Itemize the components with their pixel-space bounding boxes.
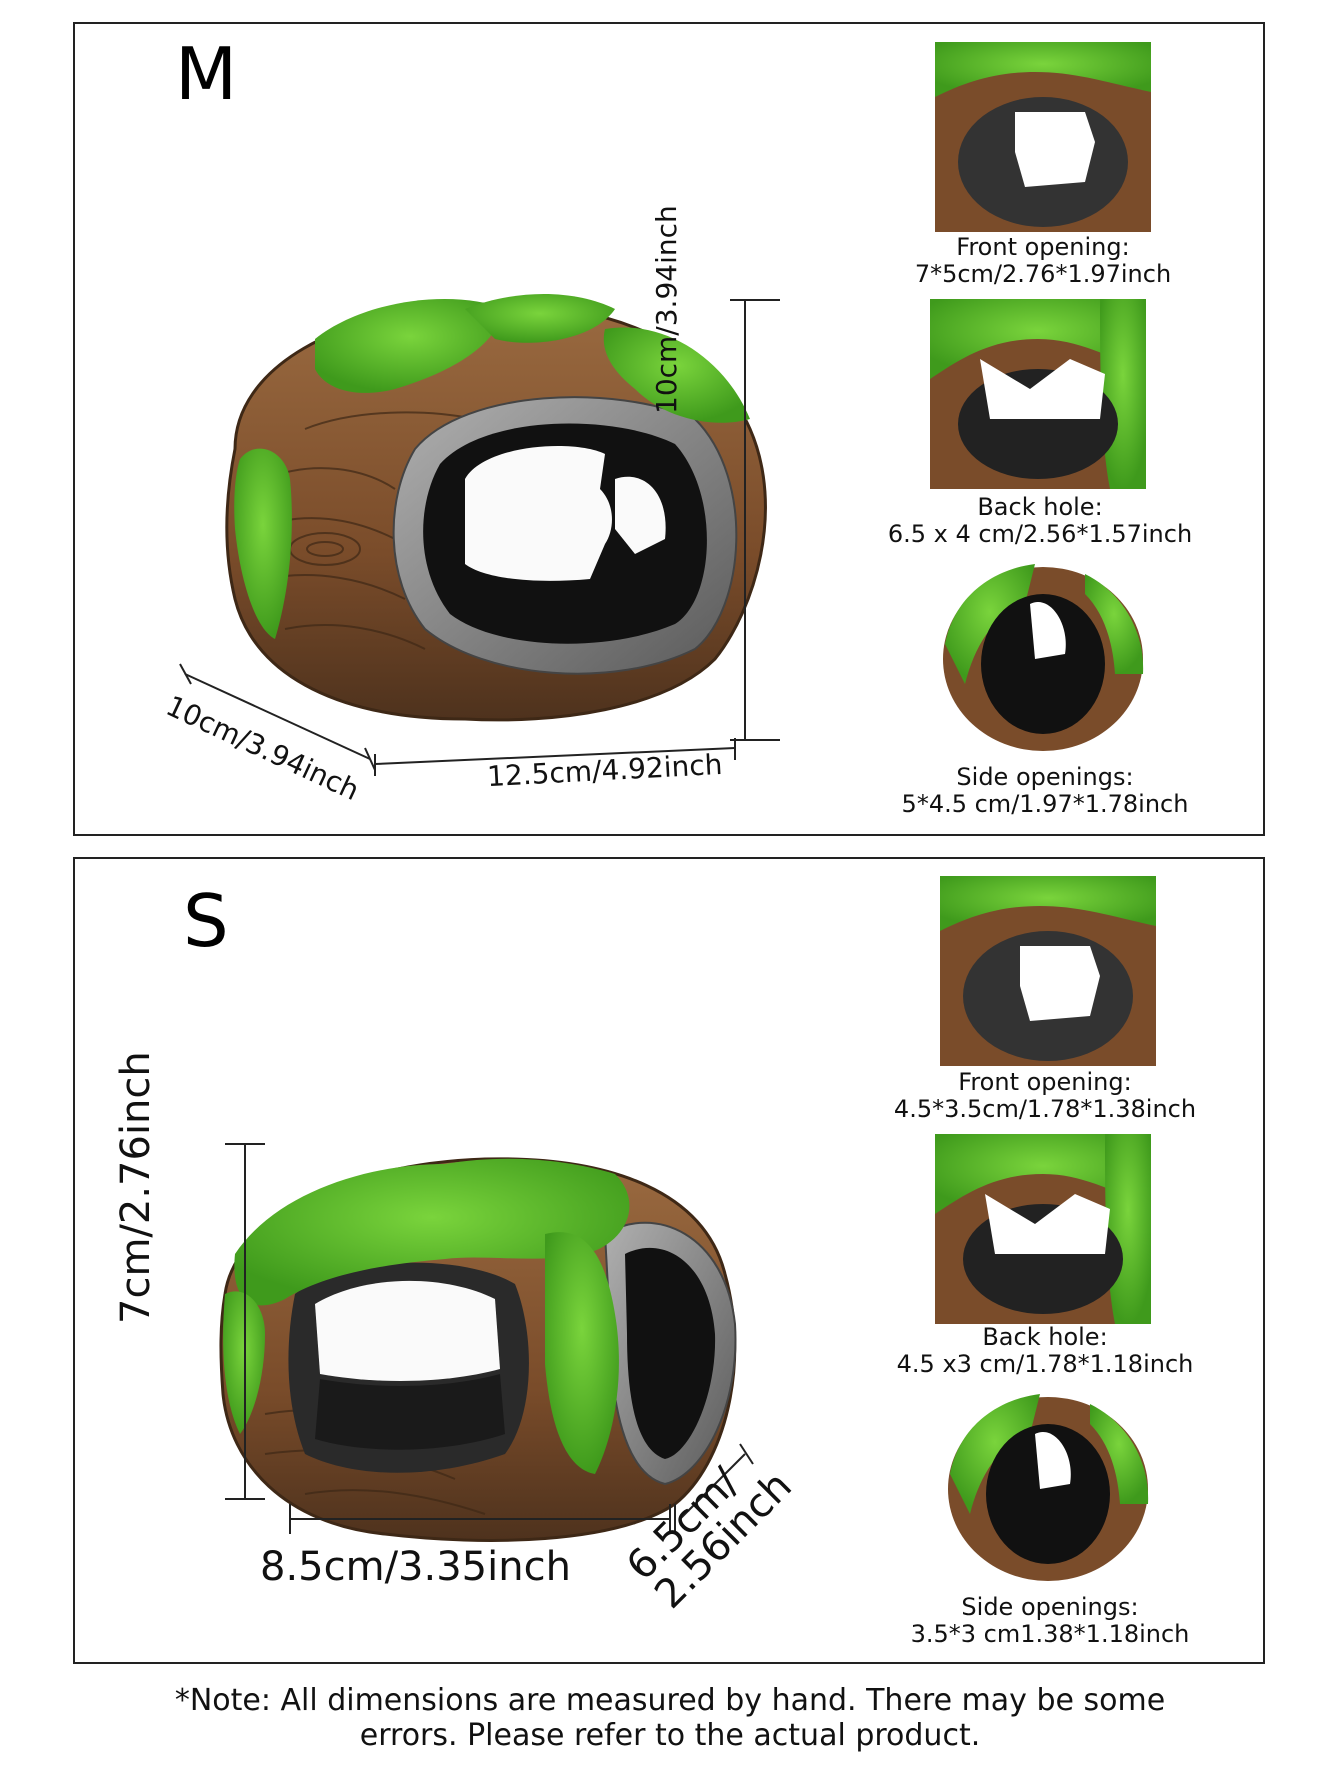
- size-label-m: M: [175, 32, 238, 116]
- side-openings-value-m: 5*4.5 cm/1.97*1.78inch: [901, 790, 1189, 818]
- back-hole-value-s: 4.5 x3 cm/1.78*1.18inch: [896, 1350, 1194, 1378]
- dimension-lines-s: [225, 1143, 754, 1534]
- front-opening-value-s: 4.5*3.5cm/1.78*1.38inch: [893, 1095, 1197, 1123]
- height-dimension-m: 10cm/3.94inch: [650, 205, 683, 414]
- width-dimension-s: 8.5cm/3.35inch: [260, 1544, 571, 1590]
- height-dimension-s: 7cm/2.76inch: [113, 1051, 159, 1324]
- front-opening-title-m: Front opening:: [956, 233, 1130, 261]
- back-hole-title-s: Back hole:: [982, 1323, 1108, 1351]
- front-opening-title-s: Front opening:: [958, 1068, 1132, 1096]
- back-hole-value-m: 6.5 x 4 cm/2.56*1.57inch: [887, 520, 1193, 548]
- note-line-1: *Note: All dimensions are measured by ha…: [174, 1683, 1166, 1718]
- dimension-lines-m: [179, 299, 780, 776]
- side-openings-value-s: 3.5*3 cm1.38*1.18inch: [910, 1620, 1190, 1648]
- front-opening-thumb-m: [935, 42, 1151, 232]
- measurement-note: *Note: All dimensions are measured by ha…: [0, 1683, 1340, 1753]
- front-opening-value-m: 7*5cm/2.76*1.97inch: [914, 260, 1172, 288]
- size-s-panel: S 7cm/2.76inc: [73, 857, 1265, 1664]
- back-hole-thumb-s: [935, 1134, 1151, 1324]
- size-m-panel: M: [73, 22, 1265, 836]
- side-openings-thumb-m: [935, 564, 1151, 754]
- log-hideout-m-image: [225, 294, 767, 722]
- back-hole-title-m: Back hole:: [977, 493, 1103, 521]
- back-hole-thumb-m: [930, 299, 1146, 489]
- side-openings-title-s: Side openings:: [961, 1593, 1139, 1621]
- front-opening-thumb-s: [940, 876, 1156, 1066]
- side-openings-thumb-s: [940, 1394, 1156, 1584]
- log-hideout-s-image: [219, 1157, 737, 1542]
- note-line-2: errors. Please refer to the actual produ…: [359, 1718, 981, 1753]
- size-label-s: S: [183, 879, 229, 963]
- side-openings-title-m: Side openings:: [956, 763, 1134, 791]
